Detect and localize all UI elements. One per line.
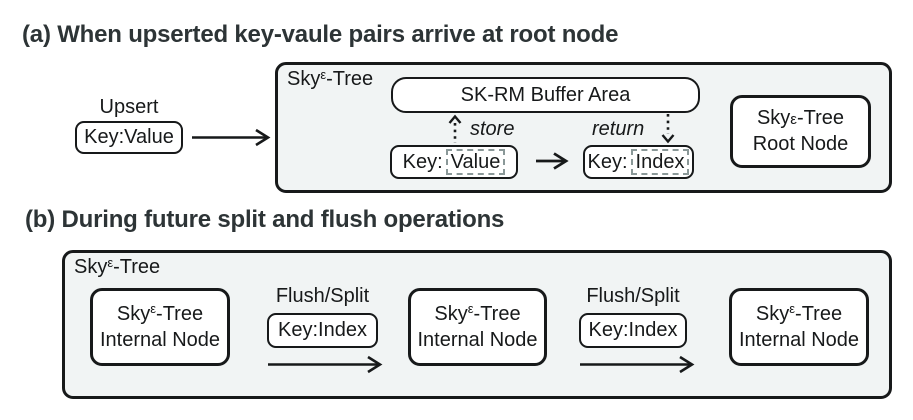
arrow-right-small-icon (536, 152, 569, 170)
key-index-transfer-box: Key:Index (267, 313, 378, 348)
sky-label-base: Sky (116, 302, 151, 325)
upsert-key-value-box: Key:Value (75, 121, 183, 154)
buffer-area-box: SK-RM Buffer Area (391, 77, 700, 113)
key-value-key: Key: (402, 150, 443, 173)
internal-node-line1: Skyε-Tree (116, 301, 204, 328)
dotted-arrow-down-icon (661, 114, 675, 144)
key-value-box: Key:Value (390, 145, 518, 179)
sky-label-rest: -Tree (326, 68, 374, 90)
upsert-box-text: Key:Value (84, 126, 174, 148)
key-index-transfer-text: Key:Index (588, 319, 678, 341)
sky-label-epsilon: ε (467, 301, 474, 316)
buffer-area-label: SK-RM Buffer Area (460, 83, 631, 106)
sky-label-rest: -Tree (156, 302, 204, 325)
value-dotted-badge: Value (445, 149, 506, 175)
internal-node-line2: Internal Node (738, 328, 860, 351)
sky-label-base: Sky (287, 68, 321, 90)
internal-node-line1: Skyε-Tree (755, 301, 843, 328)
sky-label-epsilon: ε (107, 254, 114, 270)
index-dotted-badge: Index (630, 149, 690, 175)
sky-label-epsilon: ε (150, 301, 157, 316)
sky-label-base: Sky (756, 107, 791, 129)
sky-tree-label-b: Skyε-Tree (74, 254, 161, 278)
sky-label-base: Sky (755, 302, 790, 325)
key-index-transfer-box: Key:Index (579, 313, 687, 348)
key-index-transfer-text: Key:Index (278, 319, 367, 341)
store-label: store (470, 118, 515, 140)
upsert-label: Upsert (99, 96, 159, 118)
key-index-key: Key: (587, 150, 628, 173)
sky-label-base: Sky (434, 302, 468, 325)
key-index-box: Key:Index (583, 145, 694, 179)
internal-node-line2: Internal Node (99, 328, 221, 351)
flush-split-label: Flush/Split (275, 285, 370, 307)
flush-split-label: Flush/Split (586, 285, 680, 307)
arrow-right-icon (192, 128, 271, 147)
sky-label-epsilon: ε (790, 111, 797, 128)
internal-node-box: Skyε-Tree Internal Node (90, 288, 230, 366)
caption-a: (a) When upserted key-vaule pairs arrive… (22, 21, 619, 48)
root-node-box: Skyε-Tree Root Node (730, 95, 871, 168)
flush-arrow-icon (580, 355, 695, 374)
dotted-arrow-up-icon (448, 114, 462, 143)
sky-label-epsilon: ε (789, 301, 796, 316)
flush-arrow-icon (268, 355, 383, 374)
internal-node-line1: Skyε-Tree (434, 301, 521, 328)
sky-label-base: Sky (74, 256, 108, 278)
sky-label-rest: -Tree (796, 107, 845, 129)
sky-label-epsilon: ε (320, 66, 327, 82)
root-node-line2: Root Node (752, 133, 849, 155)
root-node-line1: Skyε-Tree (757, 106, 844, 132)
internal-node-line2: Internal Node (417, 328, 538, 351)
sky-tree-label-a: Skyε-Tree (287, 66, 374, 90)
internal-node-box: Skyε-Tree Internal Node (729, 288, 869, 366)
internal-node-box: Skyε-Tree Internal Node (408, 288, 547, 366)
sky-label-rest: -Tree (795, 302, 843, 325)
return-label: return (592, 118, 645, 140)
sky-label-rest: -Tree (113, 256, 161, 278)
caption-b: (b) During future split and flush operat… (25, 206, 505, 233)
sky-label-rest: -Tree (473, 302, 521, 325)
